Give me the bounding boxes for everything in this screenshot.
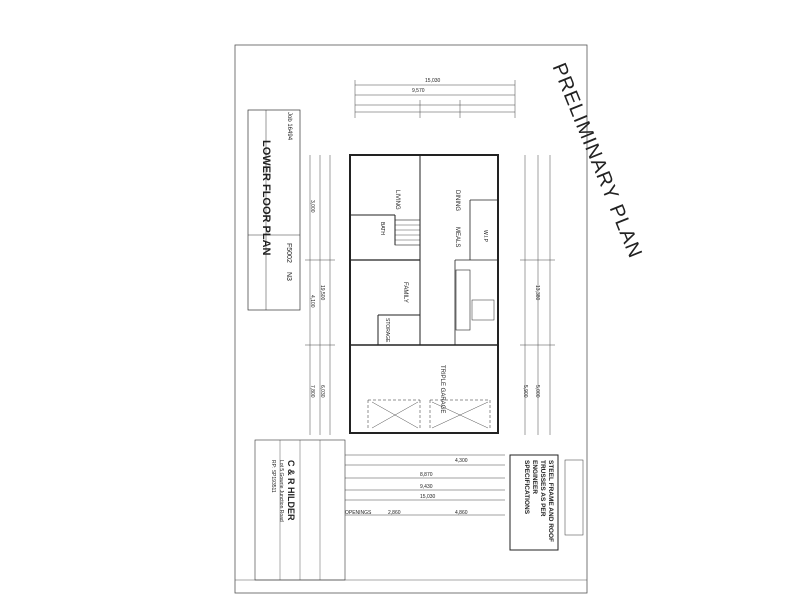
- dim-3000: 3,000: [309, 200, 315, 213]
- opening-2: 4,860: [455, 510, 468, 516]
- title-block: [247, 109, 301, 311]
- specification-note-box: [509, 454, 559, 551]
- dim-7800: 7,800: [309, 385, 315, 398]
- room-garage: TRIPLE GARAGE: [439, 365, 445, 414]
- plan-title: LOWER FLOOR PLAN: [260, 140, 272, 256]
- room-dining: DINING: [454, 190, 460, 211]
- dim-9570: 9,570: [412, 88, 425, 94]
- opening-1: 2,860: [388, 510, 401, 516]
- room-living: LIVING: [394, 190, 400, 210]
- openings-label: OPENINGS: [345, 510, 372, 516]
- dim-9430: 9,430: [420, 484, 433, 490]
- dim-13380: 13,380: [534, 285, 540, 301]
- dim-overall-top: 15,030: [425, 78, 441, 84]
- company-rp: RP: SP193511: [270, 460, 276, 493]
- job-number: Job 16494: [286, 112, 292, 141]
- floor-plan-walls: [349, 154, 499, 434]
- dim-5900: 5,900: [522, 385, 528, 398]
- room-wip: W.I.P: [482, 230, 488, 242]
- room-storage: STORAGE: [384, 318, 390, 343]
- dimension-lines: [305, 80, 555, 516]
- steel-frame-note: STEEL FRAME AND ROOF TRUSSES AS PER ENGI…: [523, 460, 554, 542]
- sheet-code: F5002: [285, 243, 292, 263]
- dim-overall-bottom: 15,030: [420, 494, 436, 500]
- room-bath: BATH: [379, 222, 385, 235]
- dim-8870: 8,870: [420, 472, 433, 478]
- dim-4300: 4,300: [455, 458, 468, 464]
- dim-4100: 4,100: [309, 295, 315, 308]
- company-name: C & R HILDER: [286, 460, 296, 521]
- dim-19500: 19,500: [319, 285, 325, 301]
- room-family: FAMILY: [402, 282, 408, 303]
- sheet-border: [234, 44, 588, 594]
- dim-6030: 6,030: [319, 385, 325, 398]
- dim-5000: 5,000: [534, 385, 540, 398]
- room-meals: MEALS: [454, 227, 460, 248]
- company-address: Lot 5 Gowrie Junction Road: [278, 460, 284, 522]
- revision-code: N3: [285, 272, 292, 281]
- approval-stamp: [564, 459, 584, 536]
